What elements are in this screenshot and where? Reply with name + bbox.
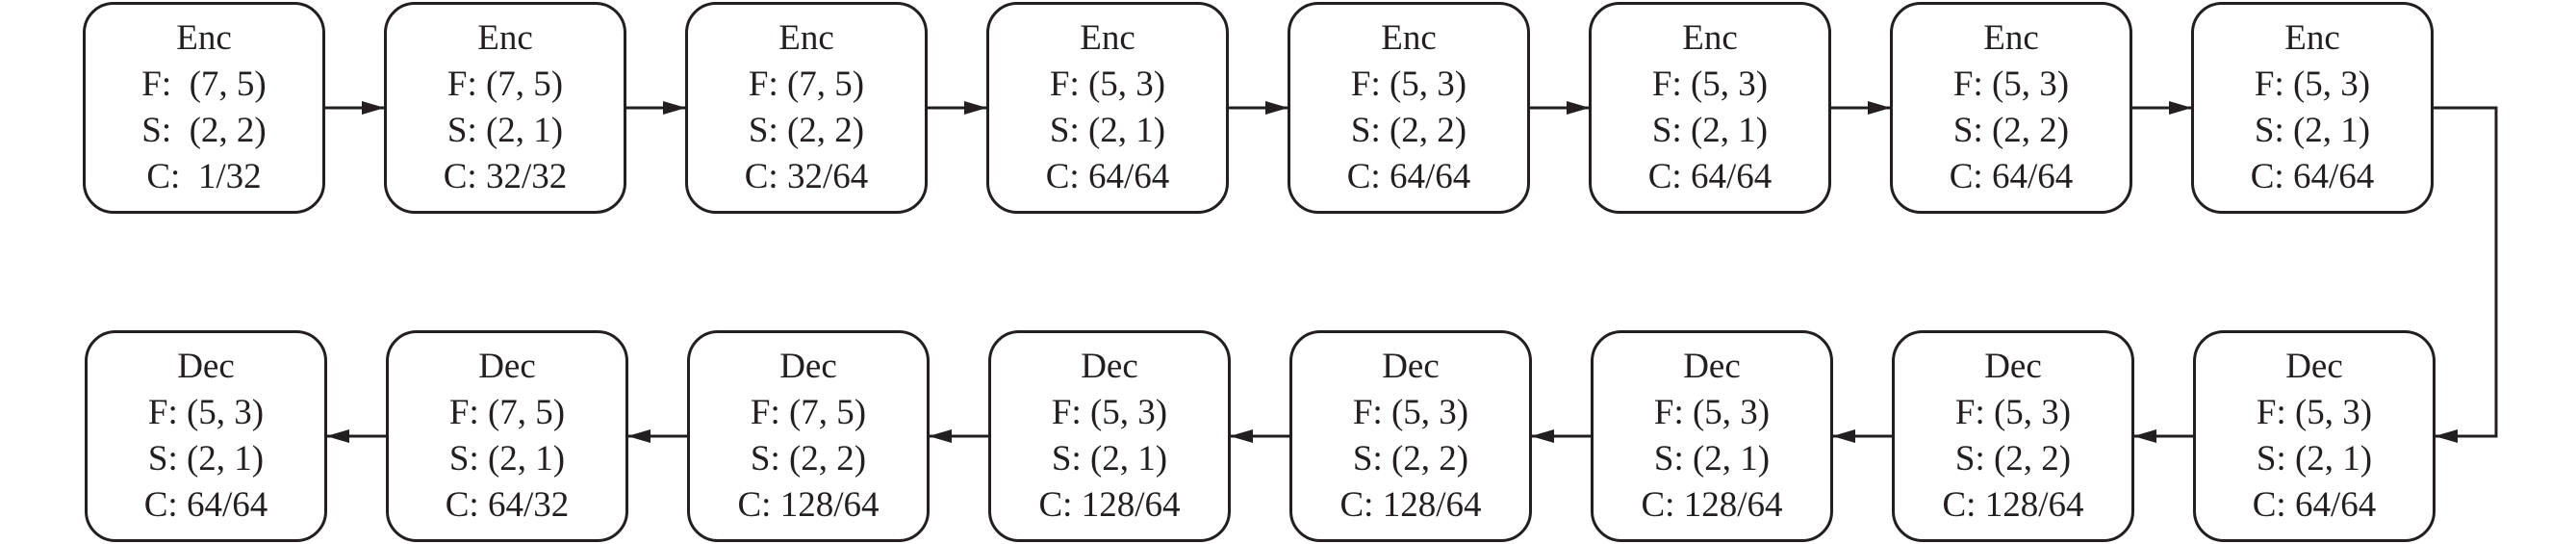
- filter-size: F: (7, 5): [141, 65, 267, 104]
- channels: C: 128/64: [737, 485, 880, 525]
- stride: S: (2, 1): [147, 439, 265, 479]
- stride: S: (2, 1): [1651, 111, 1769, 150]
- stride: S: (2, 1): [446, 111, 564, 150]
- block-title: Enc: [778, 18, 834, 58]
- channels: C: 128/64: [1942, 485, 2084, 525]
- block-title: Enc: [2284, 18, 2340, 58]
- filter-size: F: (5, 3): [1954, 393, 2072, 432]
- stride: S: (2, 2): [748, 111, 865, 150]
- channels: C: 64/64: [2252, 485, 2377, 525]
- block-title: Dec: [2285, 347, 2343, 386]
- encoder-block-6: Enc F: (5, 3) S: (2, 1) C: 64/64: [1589, 2, 1831, 214]
- stride: S: (2, 2): [750, 439, 867, 479]
- encoder-block-4: Enc F: (5, 3) S: (2, 1) C: 64/64: [986, 2, 1229, 214]
- channels: C: 64/64: [2250, 157, 2375, 196]
- encoder-block-2: Enc F: (7, 5) S: (2, 1) C: 32/32: [384, 2, 626, 214]
- decoder-block-7: Dec F: (7, 5) S: (2, 1) C: 64/32: [386, 330, 628, 542]
- filter-size: F: (5, 3): [1350, 65, 1467, 104]
- channels: C: 64/64: [1346, 157, 1471, 196]
- filter-size: F: (5, 3): [1352, 393, 1469, 432]
- channels: C: 128/64: [1339, 485, 1482, 525]
- stride: S: (2, 2): [1352, 439, 1469, 479]
- block-title: Dec: [1081, 347, 1138, 386]
- block-title: Enc: [1983, 18, 2039, 58]
- channels: C: 64/64: [1045, 157, 1170, 196]
- decoder-block-6: Dec F: (7, 5) S: (2, 2) C: 128/64: [687, 330, 930, 542]
- block-title: Dec: [177, 347, 235, 386]
- channels: C: 64/64: [143, 485, 268, 525]
- block-title: Dec: [779, 347, 837, 386]
- stride: S: (2, 2): [141, 111, 267, 150]
- filter-size: F: (5, 3): [1051, 393, 1168, 432]
- stride: S: (2, 1): [1049, 111, 1166, 150]
- decoder-block-4: Dec F: (5, 3) S: (2, 2) C: 128/64: [1289, 330, 1532, 542]
- decoder-block-2: Dec F: (5, 3) S: (2, 2) C: 128/64: [1892, 330, 2134, 542]
- filter-size: F: (5, 3): [2256, 393, 2373, 432]
- filter-size: F: (7, 5): [750, 393, 867, 432]
- block-title: Dec: [1683, 347, 1741, 386]
- stride: S: (2, 1): [2254, 111, 2371, 150]
- filter-size: F: (7, 5): [748, 65, 865, 104]
- channels: C: 64/32: [445, 485, 570, 525]
- encoder-block-3: Enc F: (7, 5) S: (2, 2) C: 32/64: [685, 2, 928, 214]
- filter-size: F: (5, 3): [1952, 65, 2070, 104]
- channels: C: 64/64: [1647, 157, 1773, 196]
- stride: S: (2, 1): [2256, 439, 2373, 479]
- stride: S: (2, 2): [1350, 111, 1467, 150]
- stride: S: (2, 1): [448, 439, 566, 479]
- block-title: Dec: [478, 347, 536, 386]
- encoder-block-5: Enc F: (5, 3) S: (2, 2) C: 64/64: [1288, 2, 1530, 214]
- filter-size: F: (5, 3): [1651, 65, 1769, 104]
- filter-size: F: (7, 5): [446, 65, 564, 104]
- decoder-block-1: Dec F: (5, 3) S: (2, 1) C: 64/64: [2193, 330, 2436, 542]
- filter-size: F: (7, 5): [448, 393, 566, 432]
- filter-size: F: (5, 3): [1049, 65, 1166, 104]
- stride: S: (2, 1): [1051, 439, 1168, 479]
- decoder-block-8: Dec F: (5, 3) S: (2, 1) C: 64/64: [85, 330, 327, 542]
- block-title: Enc: [477, 18, 533, 58]
- channels: C: 32/64: [744, 157, 869, 196]
- filter-size: F: (5, 3): [1653, 393, 1771, 432]
- channels: C: 128/64: [1641, 485, 1783, 525]
- channels: C: 128/64: [1038, 485, 1181, 525]
- channels: C: 1/32: [146, 157, 262, 196]
- decoder-block-3: Dec F: (5, 3) S: (2, 1) C: 128/64: [1591, 330, 1833, 542]
- filter-size: F: (5, 3): [2254, 65, 2371, 104]
- block-title: Enc: [1682, 18, 1738, 58]
- stride: S: (2, 2): [1952, 111, 2070, 150]
- encoder-block-1: Enc F: (7, 5) S: (2, 2) C: 1/32: [83, 2, 325, 214]
- block-title: Enc: [176, 18, 232, 58]
- decoder-block-5: Dec F: (5, 3) S: (2, 1) C: 128/64: [988, 330, 1231, 542]
- block-title: Enc: [1080, 18, 1135, 58]
- block-title: Enc: [1381, 18, 1437, 58]
- encoder-block-8: Enc F: (5, 3) S: (2, 1) C: 64/64: [2191, 2, 2434, 214]
- encoder-block-7: Enc F: (5, 3) S: (2, 2) C: 64/64: [1890, 2, 2132, 214]
- channels: C: 32/32: [443, 157, 568, 196]
- stride: S: (2, 2): [1954, 439, 2072, 479]
- block-title: Dec: [1984, 347, 2042, 386]
- filter-size: F: (5, 3): [147, 393, 265, 432]
- block-title: Dec: [1382, 347, 1440, 386]
- arrow-enc-to-dec: [2434, 106, 2498, 443]
- stride: S: (2, 1): [1653, 439, 1771, 479]
- channels: C: 64/64: [1949, 157, 2074, 196]
